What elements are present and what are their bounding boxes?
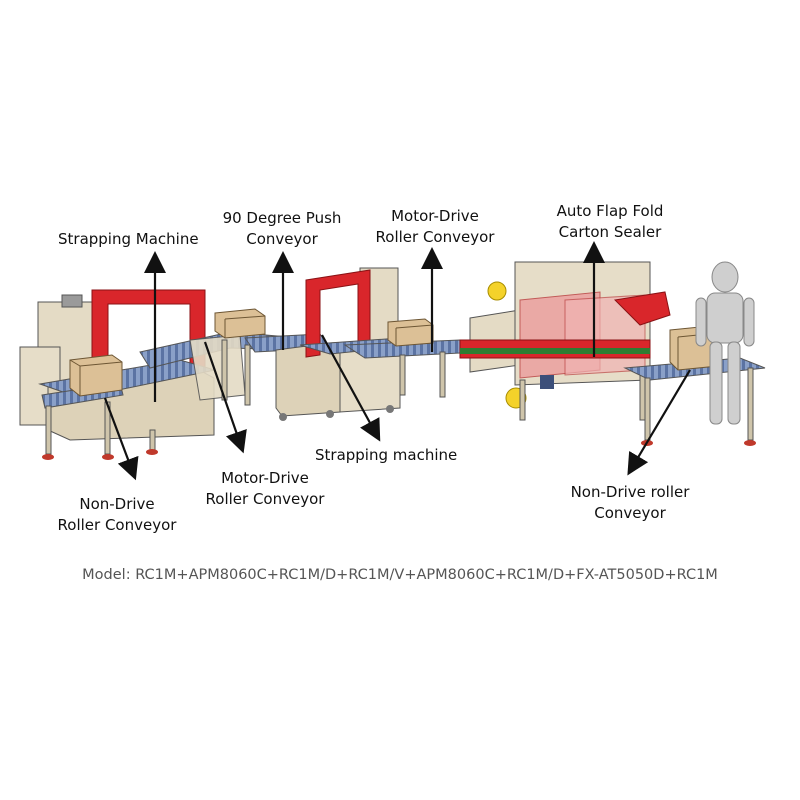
label-non-drive-left-line2: Roller Conveyor <box>57 516 177 534</box>
label-non-drive-right: Non-Drive roller Conveyor <box>560 482 700 524</box>
label-strapping-machine-left: Strapping Machine <box>58 230 199 248</box>
robot-figure <box>695 261 755 425</box>
label-motor-drive-upper-line1: Motor-Drive <box>391 207 479 225</box>
push-conveyor <box>139 308 331 406</box>
label-non-drive-left: Non-Drive Roller Conveyor <box>52 494 182 536</box>
label-motor-drive-lower: Motor-Drive Roller Conveyor <box>200 468 330 510</box>
motor-drive-conveyor-upper <box>343 318 482 398</box>
label-motor-drive-lower-line1: Motor-Drive <box>221 469 309 487</box>
arrow-non-drive-right <box>627 369 691 476</box>
label-push-conveyor-line2: Conveyor <box>246 230 318 248</box>
label-carton-sealer-line1: Auto Flap Fold <box>556 202 664 220</box>
arrow-non-drive-left <box>103 397 139 481</box>
arrow-motor-drive-lower <box>203 341 247 454</box>
model-caption: Model: RC1M+APM8060C+RC1M/D+RC1M/V+APM80… <box>82 567 718 583</box>
label-motor-drive-lower-line2: Roller Conveyor <box>205 490 325 508</box>
label-motor-drive-upper: Motor-Drive Roller Conveyor <box>370 206 500 248</box>
carton-sealer <box>459 261 671 421</box>
strapping-machine-left <box>19 289 216 460</box>
callout-arrows <box>103 241 691 481</box>
arrow-strapping-machine-mid <box>321 334 381 442</box>
label-carton-sealer: Auto Flap Fold Carton Sealer <box>545 201 675 243</box>
label-non-drive-left-line1: Non-Drive <box>79 495 155 513</box>
label-motor-drive-upper-line2: Roller Conveyor <box>375 228 495 246</box>
label-push-conveyor: 90 Degree Push Conveyor <box>217 208 347 250</box>
label-non-drive-right-line1: Non-Drive roller <box>570 483 690 501</box>
label-push-conveyor-line1: 90 Degree Push <box>222 209 342 227</box>
label-non-drive-right-line2: Conveyor <box>594 504 666 522</box>
label-strapping-machine-mid: Strapping machine <box>315 446 458 464</box>
label-carton-sealer-line2: Carton Sealer <box>558 223 662 241</box>
